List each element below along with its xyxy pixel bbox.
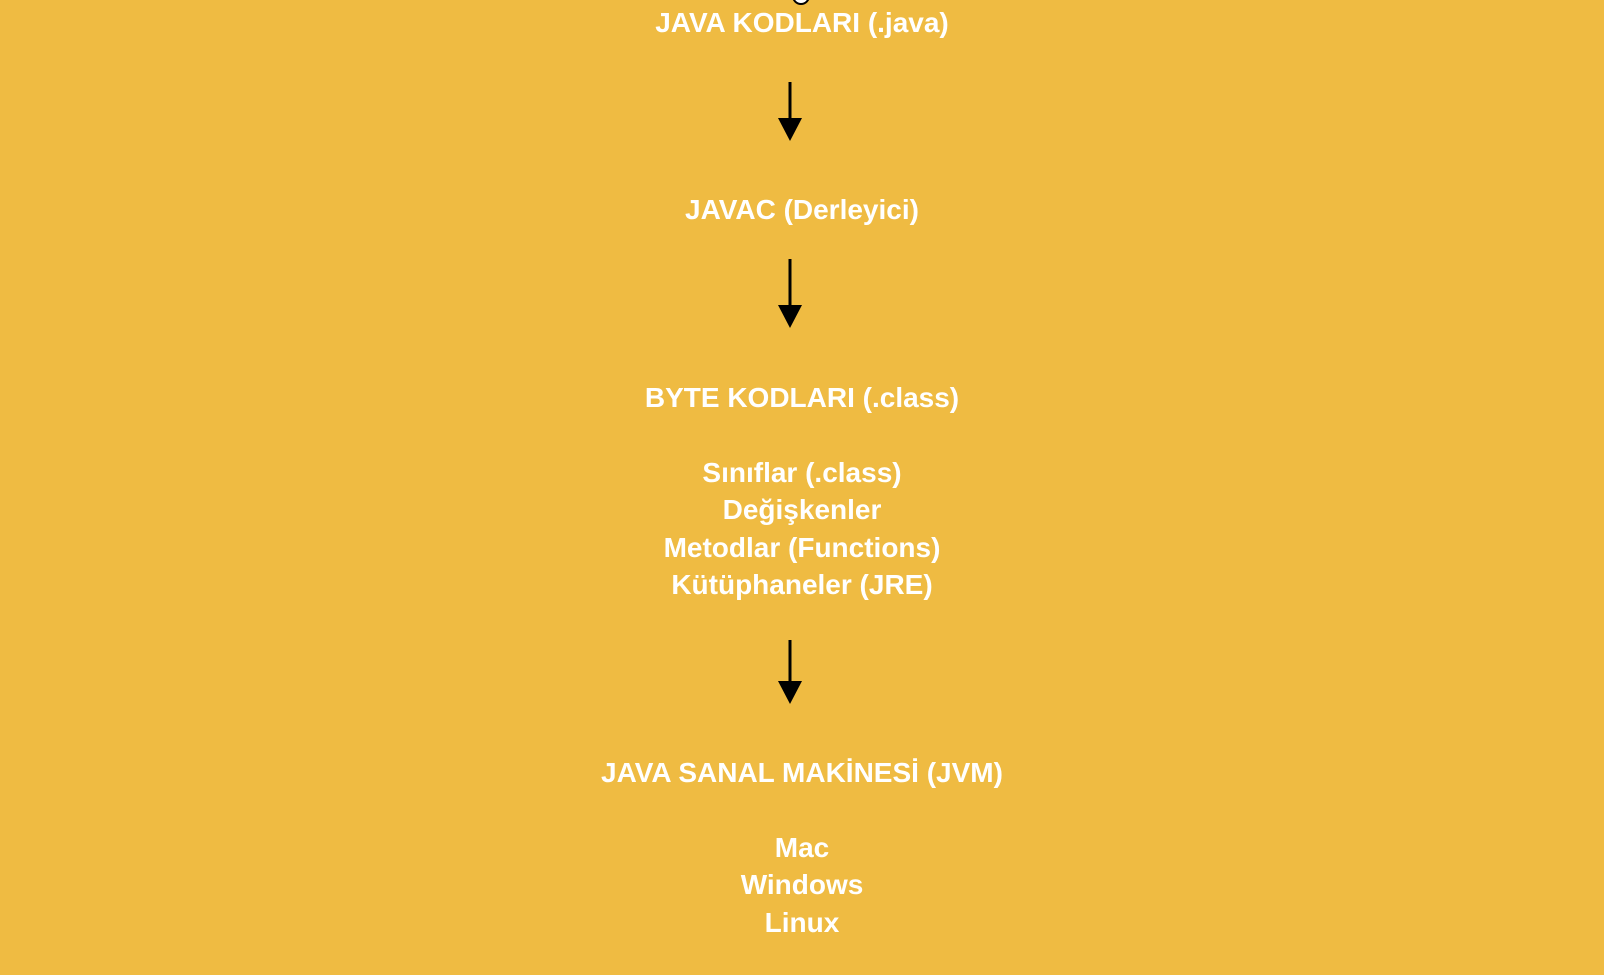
bytecode-item-methods: Metodlar (Functions) [663,532,941,563]
arrow-down-icon [778,82,802,141]
bytecode-item-libraries: Kütüphaneler (JRE) [671,569,933,600]
bytecode-item-variables: Değişkenler [722,494,882,525]
compiler-title[interactable]: JAVAC (Derleyici) [685,194,919,225]
arrow-down-icon [778,640,802,704]
jvm-item-linux: Linux [764,907,840,938]
jvm-item-windows: Windows [740,869,864,900]
jvm-title[interactable]: JAVA SANAL MAKİNESİ (JVM) [601,757,1003,788]
jvm-item-mac: Mac [774,832,830,863]
circle-handle-icon[interactable] [791,0,811,6]
bytecode-item-classes: Sınıflar (.class) [702,457,902,488]
arrow-down-icon [778,259,802,328]
source-code-title[interactable]: JAVA KODLARI (.java) [655,7,949,38]
bytecode-title[interactable]: BYTE KODLARI (.class) [644,382,960,413]
